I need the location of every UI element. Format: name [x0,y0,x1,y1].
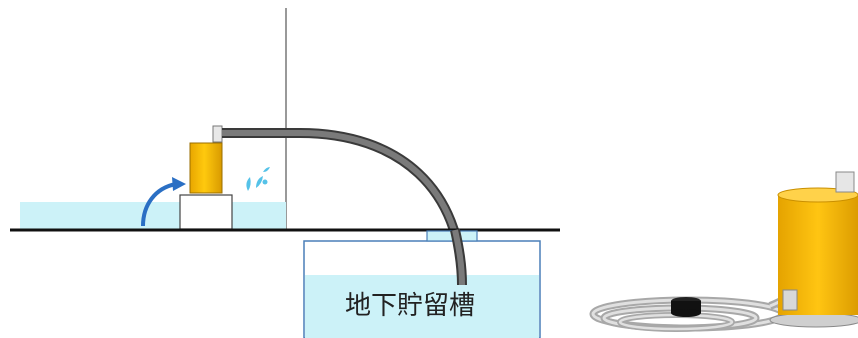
water-splash-icon [246,167,270,191]
surface-water [20,202,286,230]
curved-arrow-icon [141,177,186,227]
large-pump [769,171,858,328]
underground-tank [303,230,541,338]
hose-end-cap [671,297,701,317]
small-pump [189,125,223,194]
pump-stand [179,194,233,230]
tank-label: 地下貯留槽 [345,291,475,321]
